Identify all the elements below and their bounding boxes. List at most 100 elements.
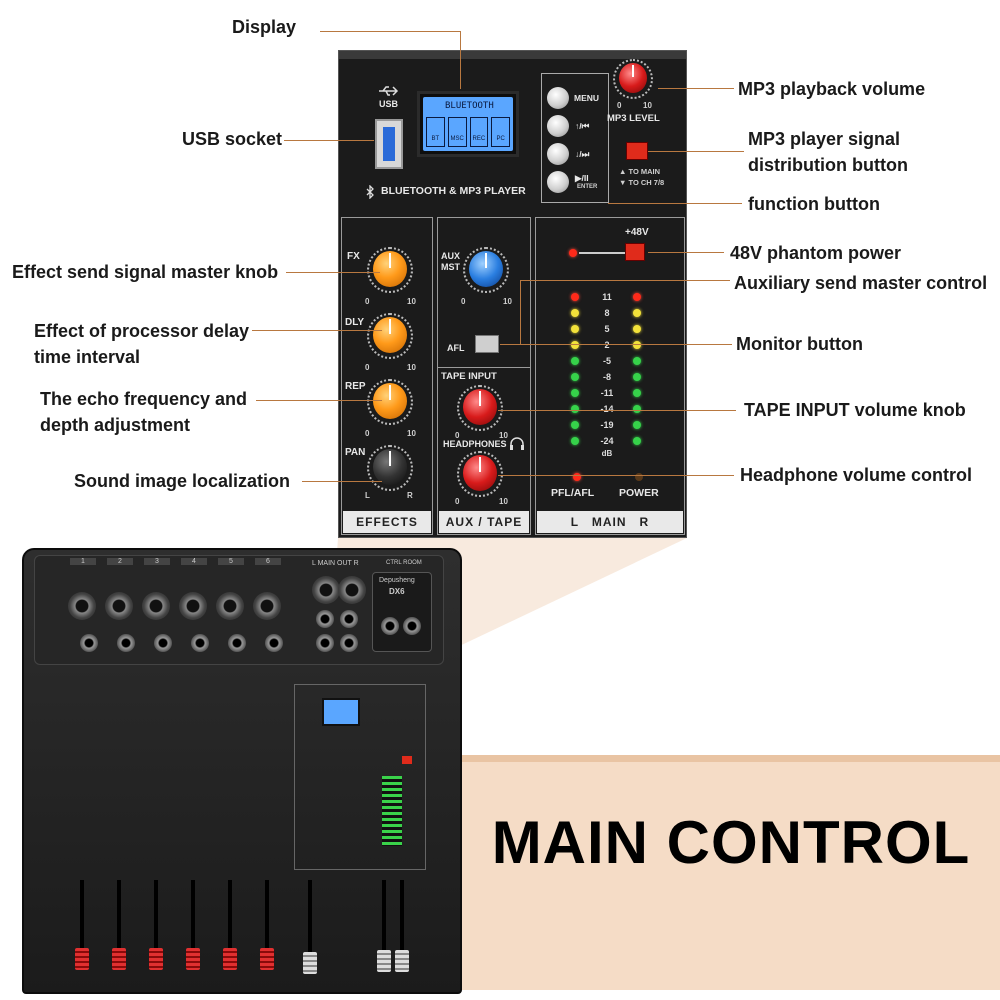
lf-knob[interactable] [112, 764, 128, 780]
mp3-distribution-button[interactable] [626, 142, 648, 160]
pan-knob-small[interactable] [149, 844, 165, 860]
lf-knob[interactable] [223, 764, 239, 780]
mf-knob[interactable] [260, 740, 276, 756]
usb-socket[interactable] [375, 119, 403, 169]
mf-knob[interactable] [186, 740, 202, 756]
fx-knob[interactable] [260, 818, 276, 834]
channel-fader[interactable] [75, 948, 89, 970]
mini-dly-knob[interactable] [302, 790, 318, 806]
line-input-jack[interactable] [191, 634, 209, 652]
phones-jack-2[interactable] [316, 634, 334, 652]
channel-fader[interactable] [112, 948, 126, 970]
hf-knob[interactable] [149, 716, 165, 732]
mf-knob[interactable] [149, 740, 165, 756]
hf-knob[interactable] [186, 716, 202, 732]
pan-knob-small[interactable] [223, 844, 239, 860]
line-input-jack[interactable] [228, 634, 246, 652]
effect-jack[interactable] [340, 634, 358, 652]
main-fader-right[interactable] [395, 950, 409, 972]
lf-knob[interactable] [75, 764, 91, 780]
fx-knob[interactable] [149, 818, 165, 834]
lf-knob[interactable] [149, 764, 165, 780]
mf-knob[interactable] [75, 740, 91, 756]
xlr-input[interactable] [216, 592, 244, 620]
previous-button[interactable] [547, 115, 569, 137]
fx-knob[interactable] [112, 818, 128, 834]
menu-button[interactable] [547, 87, 569, 109]
fx-knob[interactable] [186, 818, 202, 834]
line-input-jack[interactable] [80, 634, 98, 652]
mini-rep-knob[interactable] [302, 816, 318, 832]
mp3-level-knob[interactable] [619, 63, 647, 93]
mini-mp3-knob[interactable] [404, 690, 420, 706]
fx-master-knob[interactable] [373, 251, 407, 287]
xlr-input[interactable] [179, 592, 207, 620]
xlr-input[interactable] [142, 592, 170, 620]
mini-aux-knob[interactable] [342, 764, 358, 780]
mini-tape-knob[interactable] [336, 810, 352, 826]
aux-knob[interactable] [149, 792, 165, 808]
pan-knob-small[interactable] [260, 844, 276, 860]
play-pause-button[interactable] [547, 171, 569, 193]
mf-knob[interactable] [223, 740, 239, 756]
meter-led-r-2 [633, 309, 641, 317]
gain-knob[interactable] [112, 690, 128, 706]
pan-scale [367, 445, 413, 491]
mini-phantom-button[interactable] [402, 756, 412, 764]
pan-knob-small[interactable] [112, 844, 128, 860]
tape-input-knob[interactable] [463, 389, 497, 425]
pan-knob-small[interactable] [186, 844, 202, 860]
lf-knob[interactable] [260, 764, 276, 780]
channel-fader[interactable] [260, 948, 274, 970]
main-out-left[interactable] [312, 576, 340, 604]
main-out-right[interactable] [338, 576, 366, 604]
aux-knob[interactable] [223, 792, 239, 808]
aux-master-knob[interactable] [469, 251, 503, 287]
mini-fx-knob[interactable] [302, 764, 318, 780]
mini-pan-knob[interactable] [302, 842, 318, 858]
hf-knob[interactable] [112, 716, 128, 732]
aux-knob[interactable] [260, 792, 276, 808]
rep-knob[interactable] [373, 383, 407, 419]
headphone-volume-knob[interactable] [463, 455, 497, 491]
gain-knob[interactable] [260, 690, 276, 706]
aux-knob[interactable] [75, 792, 91, 808]
fx-knob[interactable] [223, 818, 239, 834]
xlr-input[interactable] [68, 592, 96, 620]
lf-knob[interactable] [186, 764, 202, 780]
line-input-jack[interactable] [265, 634, 283, 652]
line-input-jack[interactable] [154, 634, 172, 652]
hf-knob[interactable] [260, 716, 276, 732]
aux-knob[interactable] [112, 792, 128, 808]
rca-jack[interactable] [381, 617, 399, 635]
channel-fader[interactable] [223, 948, 237, 970]
to-main-label: ▲ TO MAIN [619, 167, 661, 176]
pan-knob[interactable] [373, 449, 407, 485]
aux-knob[interactable] [186, 792, 202, 808]
hf-knob[interactable] [223, 716, 239, 732]
fx-knob[interactable] [75, 818, 91, 834]
channel-fader[interactable] [149, 948, 163, 970]
mini-headphone-knob[interactable] [336, 840, 352, 856]
dly-knob[interactable] [373, 317, 407, 353]
pan-knob-small[interactable] [75, 844, 91, 860]
aux-send-jack[interactable] [340, 610, 358, 628]
rca-jack[interactable] [403, 617, 421, 635]
afl-monitor-button[interactable] [475, 335, 499, 353]
effects-fader[interactable] [303, 952, 317, 974]
gain-knob[interactable] [75, 690, 91, 706]
phantom-power-button[interactable] [625, 243, 645, 261]
xlr-input[interactable] [253, 592, 281, 620]
phones-jack[interactable] [316, 610, 334, 628]
gain-knob[interactable] [223, 690, 239, 706]
gain-knob[interactable] [186, 690, 202, 706]
next-button[interactable] [547, 143, 569, 165]
main-fader-left[interactable] [377, 950, 391, 972]
hf-knob[interactable] [75, 716, 91, 732]
xlr-input[interactable] [105, 592, 133, 620]
channel-fader[interactable] [186, 948, 200, 970]
line-input-jack[interactable] [117, 634, 135, 652]
gain-knob[interactable] [149, 690, 165, 706]
mf-knob[interactable] [112, 740, 128, 756]
pan-label: PAN [345, 447, 366, 458]
